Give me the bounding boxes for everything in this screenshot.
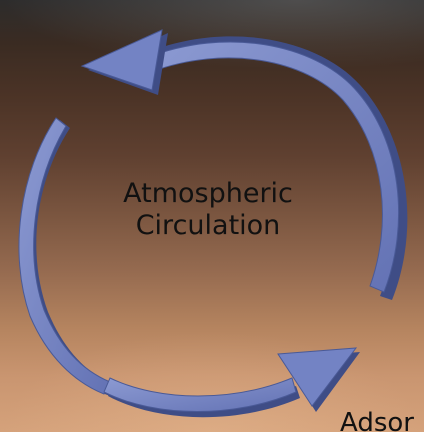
center-title-line-1: Atmospheric — [123, 178, 293, 209]
circular-arrow-top-icon — [80, 29, 408, 300]
next-node-label: Adsor — [340, 408, 414, 432]
center-title-line-2: Circulation — [135, 210, 281, 241]
center-node-title: Atmospheric Circulation — [60, 178, 356, 242]
circular-arrow-left-icon — [18, 117, 116, 396]
circular-arrow-bottom-icon — [103, 347, 360, 418]
